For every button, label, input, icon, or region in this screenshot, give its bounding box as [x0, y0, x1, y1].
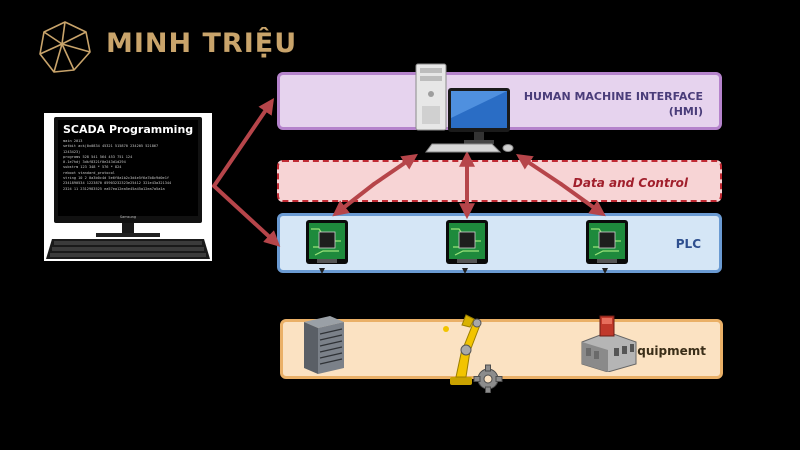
plc-layer: PLC: [277, 213, 722, 273]
crystal-logo-icon: [39, 21, 91, 73]
plc-module-icon-3: [586, 220, 628, 264]
code-line: setbit ack(0x0834 45321 515870 234205 52…: [63, 144, 159, 149]
code-line: 1243423): [63, 149, 81, 154]
arrow-hmi-plc3: [559, 182, 606, 217]
plc-label: PLC: [675, 237, 701, 251]
code-line: 0.1e7hdj 3dkf8321f0e243d1d294: [63, 160, 126, 165]
code-line: 2341890534 1223870 05903232323e25412 321…: [63, 181, 172, 186]
monitor-brand-label: Samsung: [119, 215, 137, 219]
monitor-frame-icon: [44, 113, 212, 261]
hmi-label: HUMAN MACHINE INTERFACE (HMI): [524, 89, 703, 119]
robot-arm-gear-icon: [443, 314, 503, 393]
plc-module-icon-1: [306, 220, 348, 264]
data-control-label: Data and Control: [572, 176, 688, 190]
factory-building-icon: [581, 315, 637, 372]
code-line: string 10 2 0a3b0c4d 5e6f0a1b2c3d4e5f6a7…: [63, 176, 170, 181]
hmi-label-line2: (HMI): [668, 105, 703, 118]
arrow-hmi-plc1-up: [372, 153, 418, 186]
code-line: substrm 123 348 * 576 * 824: [63, 165, 122, 170]
equipment-label: Equipmemt: [629, 344, 706, 358]
arrow-hmi-plc1: [332, 182, 376, 217]
arrow-to-plc: [212, 184, 281, 247]
screen-title: SCADA Programming: [63, 123, 194, 136]
data-control-layer: Data and Control: [277, 160, 722, 202]
server-rack-icon: [304, 316, 344, 374]
code-line: programs 528 541 564 453 751 124: [63, 154, 133, 159]
code-line: reboot standard_protocol: [63, 170, 115, 175]
hmi-label-line1: HUMAN MACHINE INTERFACE: [523, 90, 703, 103]
plc-module-icon-2: [446, 220, 488, 264]
arrow-to-hmi: [212, 98, 275, 188]
code-line: 2324 11 2312983525 ea57ea12ea5e45a45a12e…: [63, 186, 165, 191]
arrow-hmi-plc3-up: [516, 154, 563, 186]
brand-name: MINH TRIỆU: [106, 28, 298, 59]
code-line: main 2013: [63, 139, 83, 143]
computer-icon: [415, 63, 514, 153]
